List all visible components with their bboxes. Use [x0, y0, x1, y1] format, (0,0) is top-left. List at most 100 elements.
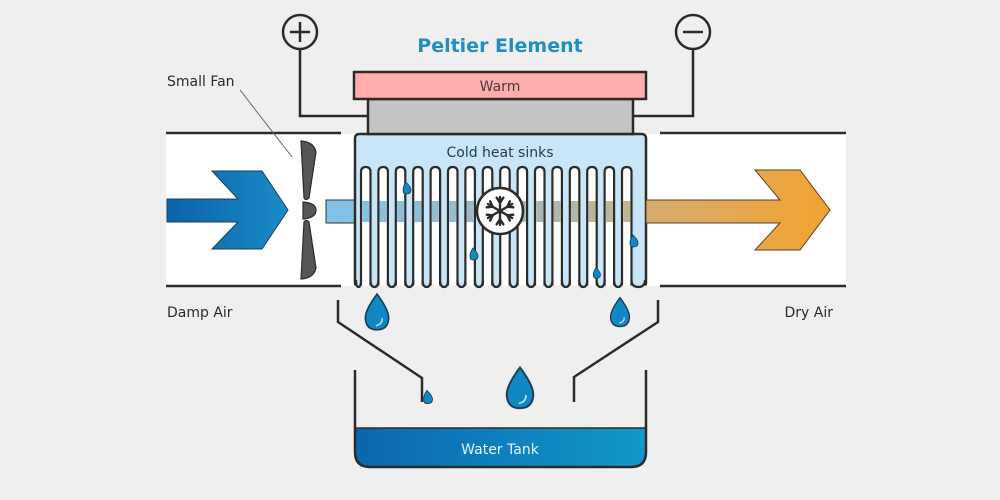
- airflow-bar-segment: [571, 201, 579, 222]
- airflow-bar-segment: [449, 201, 457, 222]
- drop-body: [364, 292, 390, 331]
- dry-air-arrow-icon: [645, 169, 831, 251]
- fan-hub: [302, 201, 317, 220]
- snowflake-branch: [498, 196, 505, 204]
- airflow-bar-segment: [397, 201, 405, 222]
- snowflake-arm: [498, 209, 514, 220]
- airflow-bar-segment: [379, 201, 387, 222]
- heat-sink-fin-tip: [421, 279, 432, 289]
- fan-leader-line: [239, 89, 293, 158]
- water-drop-icon: [629, 234, 639, 248]
- heat-sink-fin-tip: [386, 279, 397, 289]
- right-drip-funnel: [572, 300, 660, 402]
- heat-sink-fin-tip: [613, 279, 624, 289]
- heat-sink-fin-tip: [630, 279, 647, 289]
- snowflake-arm: [486, 202, 502, 213]
- water-drop-icon: [609, 296, 631, 328]
- airflow-bar-segment: [623, 201, 631, 222]
- heat-sink-slot: [394, 165, 407, 287]
- heat-sink-fin-tip: [473, 279, 484, 289]
- water-drop-icon: [469, 247, 479, 261]
- snowflake-branch: [488, 200, 494, 209]
- drop-body: [629, 234, 639, 248]
- drop-highlight: [375, 318, 383, 327]
- tank-water: [355, 428, 646, 467]
- title-peltier-element: Peltier Element: [417, 35, 582, 57]
- drop-body: [609, 296, 631, 328]
- heat-sink-slot: [620, 165, 633, 287]
- water-drop-icon: [364, 292, 390, 331]
- heat-sink-slot: [377, 165, 389, 287]
- snowflake-icon: [475, 186, 525, 236]
- fan-blade-bottom: [300, 219, 317, 280]
- water-tank-label: Water Tank: [461, 442, 540, 458]
- ceramic-plate: [366, 97, 635, 136]
- drop-body: [402, 181, 412, 195]
- warm-label: Warm: [480, 79, 521, 95]
- heat-sink-fin-tip: [354, 279, 363, 289]
- heat-sink-slot: [568, 165, 581, 287]
- heat-sink-slot: [586, 165, 598, 287]
- water-drop-icon: [592, 267, 601, 279]
- airflow-bar-segment: [362, 201, 370, 222]
- airflow-bar-segment: [466, 201, 474, 222]
- cold-heat-sinks-label: Cold heat sinks: [446, 145, 553, 161]
- water-drop-icon: [505, 365, 535, 410]
- airflow-bar-segment: [588, 201, 596, 222]
- airflow-bar-segment: [605, 201, 613, 222]
- heat-sink-fin-tip: [439, 279, 450, 289]
- snowflake-arm: [498, 202, 514, 213]
- heat-sink-fin-tip: [491, 279, 502, 289]
- drop-highlight: [619, 317, 625, 324]
- heat-sink-fin-tip: [595, 279, 606, 289]
- fan-icon: [300, 140, 317, 280]
- water-tank: [353, 370, 648, 469]
- heat-sink-slot: [603, 165, 616, 287]
- positive-wire: [298, 49, 368, 118]
- heat-sink-fin-tip: [578, 279, 589, 289]
- drop-body: [592, 267, 601, 279]
- water-droplets: [364, 181, 639, 410]
- heat-sink-slot: [464, 165, 476, 287]
- heat-sink-slot: [446, 165, 459, 287]
- small-fan-label: Small Fan: [167, 74, 235, 90]
- heat-sink-slot: [412, 165, 424, 287]
- damp-air-arrow-icon: [166, 170, 289, 250]
- water-drop-icon: [423, 389, 433, 405]
- heat-sink-fin-tip: [404, 279, 415, 289]
- heat-sink-slot: [551, 165, 563, 287]
- airflow-bar-segment: [553, 201, 561, 222]
- tank-walls: [353, 370, 648, 469]
- heat-sink-slot: [533, 165, 546, 287]
- drop-body: [505, 365, 535, 410]
- drop-highlight: [518, 394, 527, 405]
- snowflake-arm: [486, 209, 502, 220]
- fan-blade-top: [300, 140, 317, 201]
- heat-sink-slot: [359, 165, 372, 287]
- heat-sink-fin-tip: [456, 279, 467, 289]
- drop-body: [469, 247, 479, 261]
- positive-terminal-icon: [281, 13, 319, 51]
- warm-plate: [352, 70, 648, 101]
- water-drop-icon: [402, 181, 412, 195]
- heat-sink-slot: [429, 165, 442, 287]
- heat-sink-fin-tip: [369, 279, 380, 289]
- airflow-bar-segment: [414, 201, 422, 222]
- left-drip-funnel: [336, 300, 424, 402]
- heat-sink-fin-tip: [543, 279, 554, 289]
- drop-body: [423, 389, 433, 405]
- heat-sink-fin-tip: [508, 279, 519, 289]
- snowflake-branch: [495, 218, 502, 226]
- negative-terminal-icon: [674, 13, 712, 51]
- snowflake-branch: [506, 213, 512, 222]
- airflow-bar-segment: [431, 201, 439, 222]
- damp-air-label: Damp Air: [167, 305, 233, 321]
- heat-sink-fin-tip: [560, 279, 571, 289]
- heat-sink-fin-tip: [526, 279, 537, 289]
- dry-air-label: Dry Air: [785, 305, 834, 321]
- negative-wire: [633, 49, 695, 118]
- heat-sink-slot: [516, 165, 529, 287]
- airflow-bar-segment: [536, 201, 544, 222]
